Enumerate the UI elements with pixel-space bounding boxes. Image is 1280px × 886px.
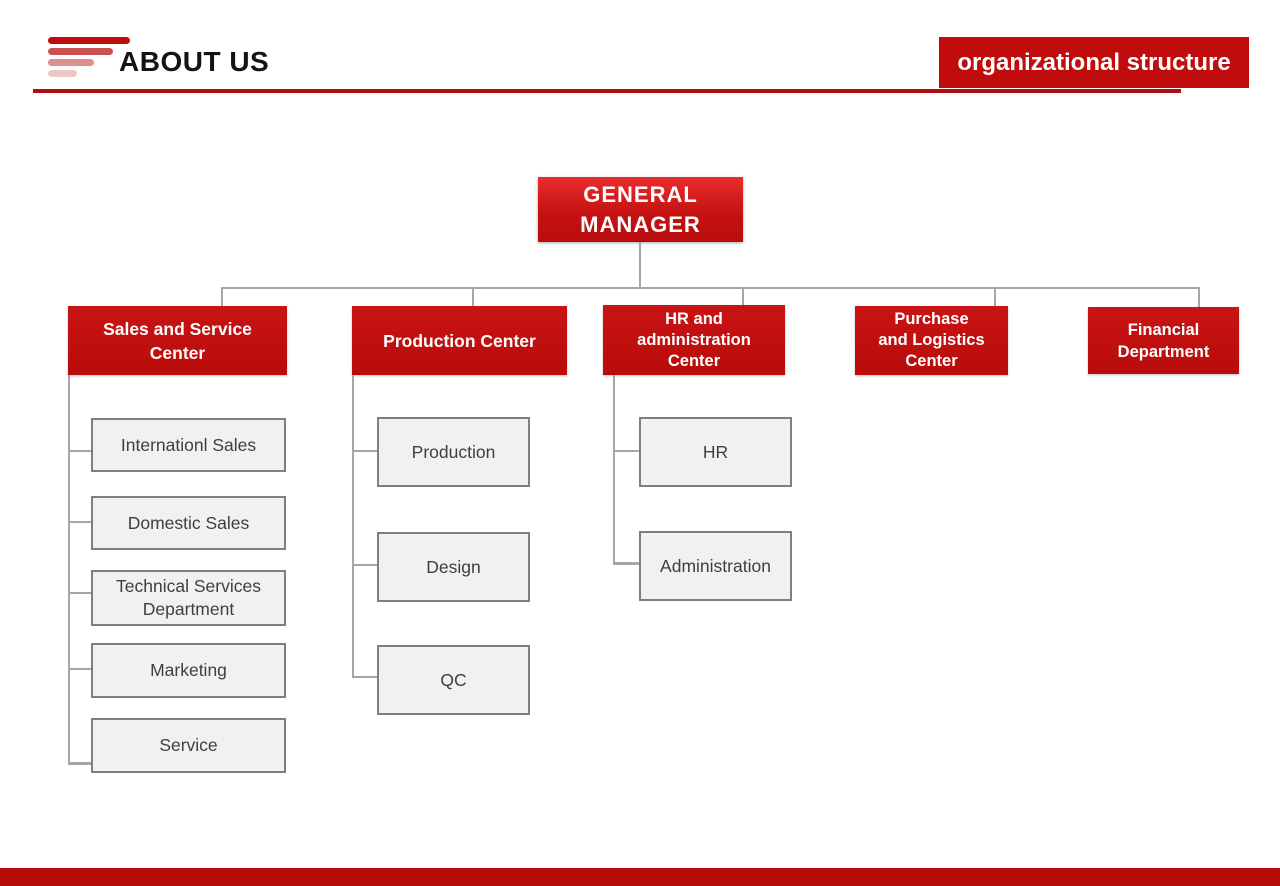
connector-sales-stub-3 [68,592,91,594]
branch-label-line: Center [905,352,958,370]
connector-drop-hr [742,287,744,306]
connector-root-vertical [639,242,641,288]
logo-bar-2 [48,48,113,55]
connector-sales-stub-5 [68,762,91,765]
connector-production-vertical [352,375,354,678]
header-rule [33,89,1181,93]
logo-bar-3 [48,59,94,66]
logo-icon [48,37,138,78]
connector-branch-horizontal [221,287,1200,289]
branch-label-line: Center [667,351,721,370]
branch-node-purchase-logistics-center: Purchase and Logistics Center [855,306,1008,375]
connector-sales-stub-4 [68,668,91,670]
section-badge: organizational structure [939,37,1249,88]
connector-hr-stub-1 [613,450,639,452]
branch-node-hr-administration-center: HR and administration Center [603,305,785,375]
branch-label-line: and Logistics [878,331,985,349]
child-node-design: Design [377,532,530,602]
branch-label-line: Sales and Service [103,318,252,339]
child-node-domestic-sales: Domestic Sales [91,496,286,550]
connector-production-stub-3 [352,676,377,678]
branch-label-line: Department [1117,342,1210,361]
connector-sales-stub-2 [68,521,91,523]
child-node-hr: HR [639,417,792,487]
branch-label-line: Purchase [894,310,969,328]
page-title: ABOUT US [119,46,270,77]
footer-bar [0,868,1280,886]
connector-sales-vertical [68,375,70,764]
connector-hr-stub-2 [613,562,639,565]
root-node-line1: GENERAL [583,181,698,207]
branch-node-financial-department: Financial Department [1088,307,1239,374]
child-node-marketing: Marketing [91,643,286,698]
connector-sales-stub-1 [68,450,91,452]
branch-label-line: Center [149,342,206,363]
section-badge-label: organizational structure [957,48,1231,76]
connector-drop-purchase [994,287,996,306]
logo-bar-4 [48,70,77,77]
branch-label-line: Production Center [383,330,536,351]
connector-drop-financial [1198,287,1200,307]
connector-drop-sales [221,287,223,306]
connector-drop-production [472,287,474,306]
child-node-production: Production [377,417,530,487]
child-node-administration: Administration [639,531,792,601]
branch-label-line: administration [637,330,751,349]
branch-node-sales-service-center: Sales and Service Center [68,306,287,375]
connector-production-stub-1 [352,450,377,452]
logo-bar-1 [48,37,130,44]
child-node-service: Service [91,718,286,773]
child-node-internationl-sales: Internationl Sales [91,418,286,472]
child-node-qc: QC [377,645,530,715]
connector-production-stub-2 [352,564,377,566]
branch-label-line: Financial [1127,320,1200,339]
child-node-technical-services-department: Technical Services Department [91,570,286,626]
root-node-line2: MANAGER [580,211,701,237]
branch-label-line: HR and [665,309,723,328]
connector-hr-vertical [613,375,615,564]
root-node-general-manager: GENERAL MANAGER [538,177,743,242]
branch-node-production-center: Production Center [352,306,567,375]
